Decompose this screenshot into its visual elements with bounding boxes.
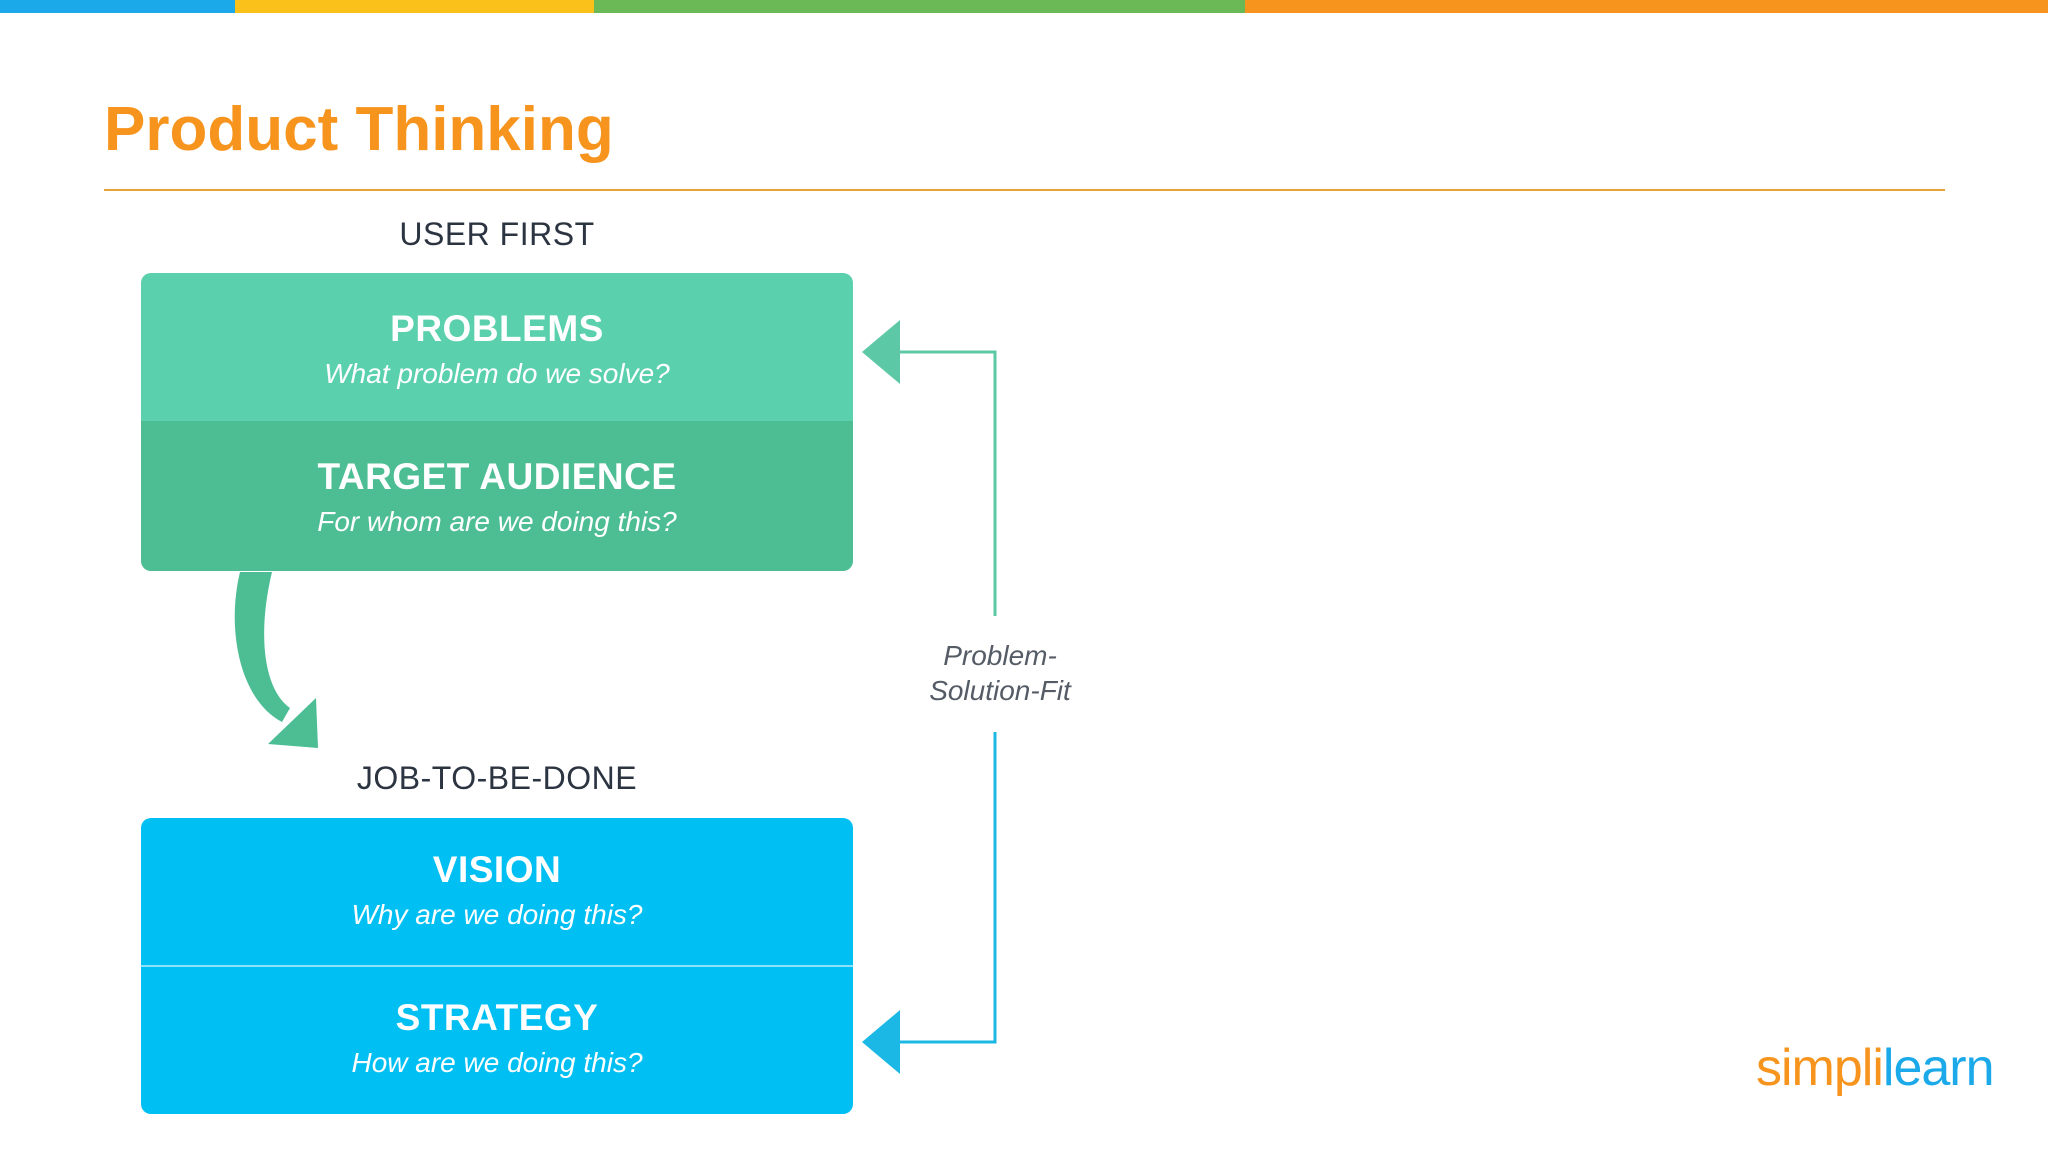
- title-underline: [104, 189, 1945, 191]
- problem-fit-green-connector: [900, 350, 997, 616]
- left-arrow-to-problems-icon: [862, 320, 900, 384]
- logo-text-learn: learn: [1882, 1039, 1995, 1097]
- curved-down-arrow-head-icon: [268, 698, 318, 748]
- problem-solution-fit-label: Problem- Solution-Fit: [915, 638, 1085, 708]
- top-bar-orange-segment: [1245, 0, 2048, 13]
- problems-question: What problem do we solve?: [324, 358, 670, 389]
- fit-label-line-1: Problem-: [943, 640, 1057, 671]
- vision-heading: VISION: [432, 849, 562, 890]
- logo-text-simpl: simpl: [1756, 1039, 1873, 1097]
- left-arrow-to-strategy-icon: [862, 1010, 900, 1074]
- top-bar-blue-segment: [0, 0, 235, 13]
- logo-text-i: i: [1872, 1039, 1884, 1097]
- problems-heading: PROBLEMS: [390, 308, 604, 349]
- strategy-cell: STRATEGY How are we doing this?: [141, 966, 853, 1114]
- user-first-label: USER FIRST: [399, 216, 595, 252]
- solution-fit-blue-connector: [900, 732, 997, 1044]
- user-first-box: PROBLEMS What problem do we solve? TARGE…: [141, 273, 853, 571]
- top-bar-yellow-segment: [235, 0, 594, 13]
- target-audience-heading: TARGET AUDIENCE: [317, 456, 677, 497]
- strategy-question: How are we doing this?: [351, 1047, 643, 1078]
- curved-down-arrow-icon: [234, 572, 290, 722]
- top-color-bar: [0, 0, 2048, 13]
- job-to-be-done-box: VISION Why are we doing this? STRATEGY H…: [141, 818, 853, 1114]
- problems-cell: PROBLEMS What problem do we solve?: [141, 273, 853, 421]
- target-audience-question: For whom are we doing this?: [317, 506, 677, 537]
- vision-strategy-divider: [141, 965, 853, 967]
- fit-label-line-2: Solution-Fit: [929, 675, 1071, 706]
- slide-title: Product Thinking: [104, 95, 614, 164]
- vision-question: Why are we doing this?: [351, 899, 643, 930]
- target-audience-cell: TARGET AUDIENCE For whom are we doing th…: [141, 421, 853, 571]
- strategy-heading: STRATEGY: [395, 997, 599, 1038]
- top-bar-green-segment: [594, 0, 1245, 13]
- simplilearn-logo: simplilearn: [1756, 1038, 1995, 1098]
- job-to-be-done-label: JOB-TO-BE-DONE: [356, 760, 638, 796]
- vision-cell: VISION Why are we doing this?: [141, 818, 853, 966]
